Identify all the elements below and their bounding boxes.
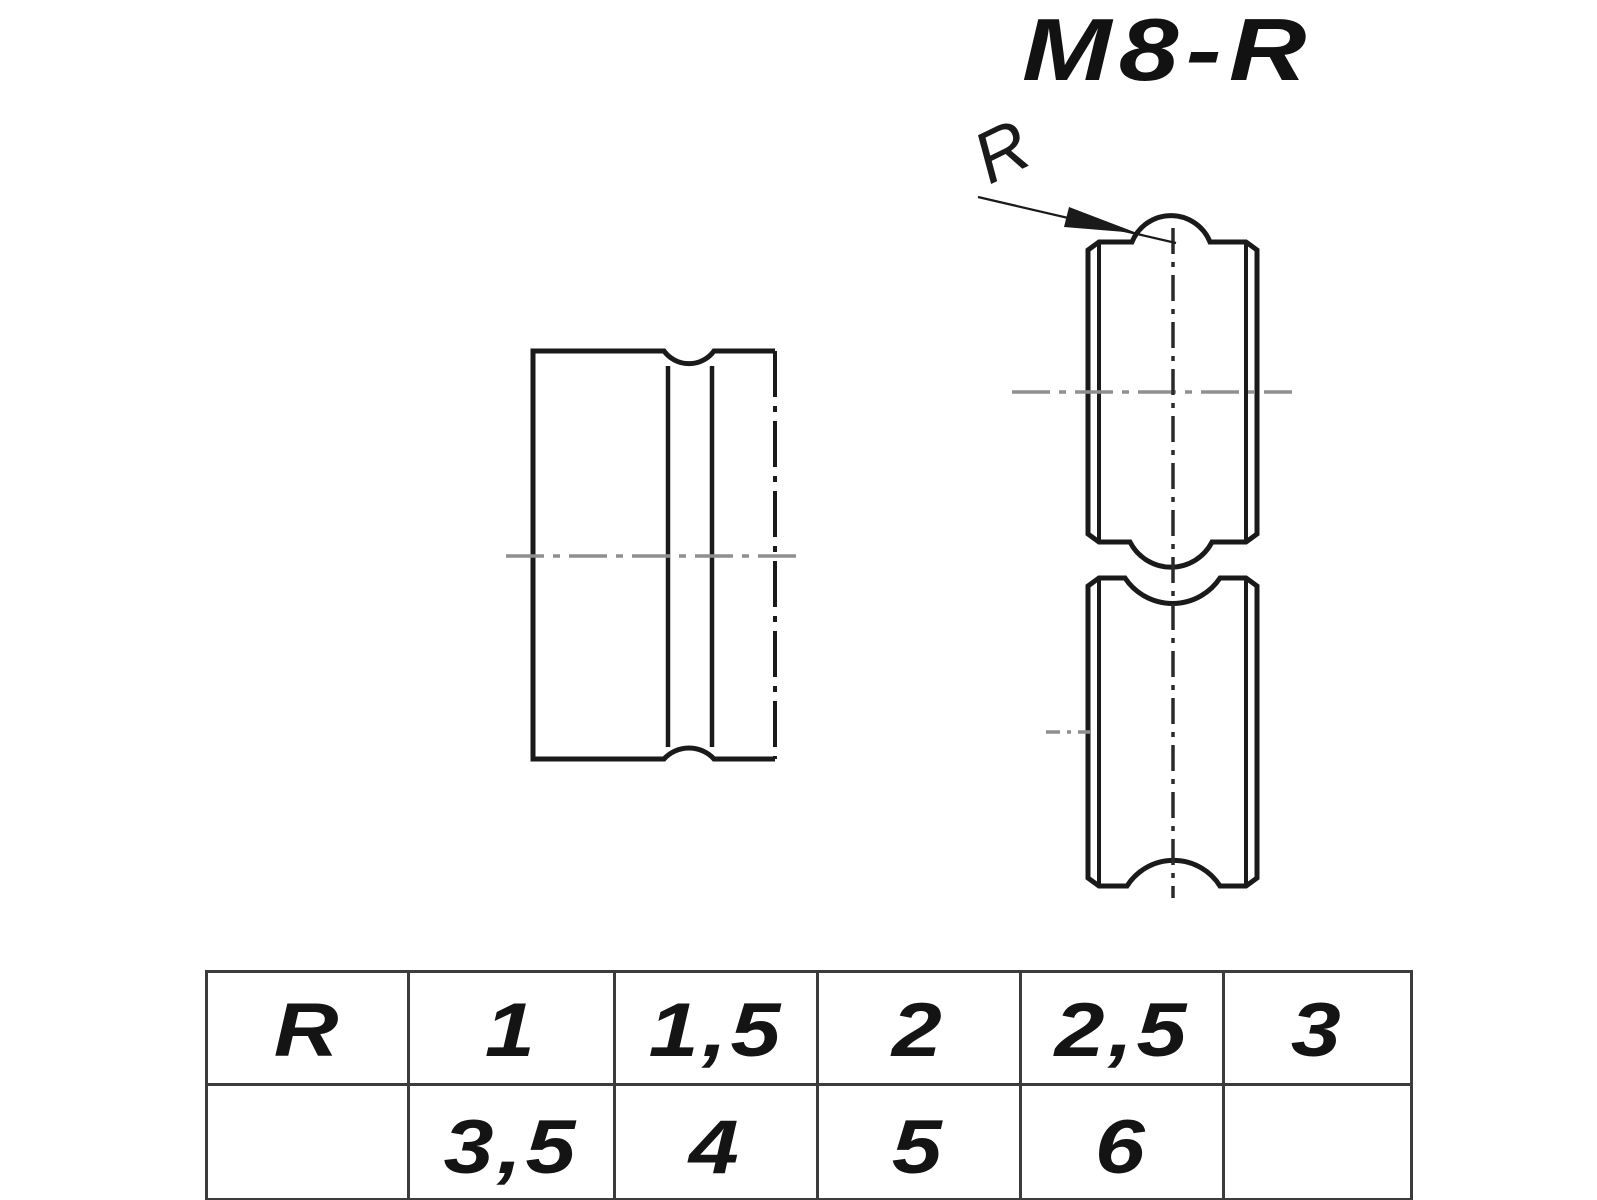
table-cell-r3-5: 3,5 bbox=[407, 1083, 616, 1200]
front-view-top-roller bbox=[1012, 213, 1292, 570]
table-cell-r5: 5 bbox=[816, 1083, 1022, 1200]
table-row-1: R 1 1,5 2 2,5 3 bbox=[205, 970, 1413, 1086]
radius-leader-arrowhead-icon bbox=[1064, 207, 1137, 233]
table-cell-r3: 3 bbox=[1222, 970, 1413, 1086]
bottom-roller-outline bbox=[1085, 575, 1260, 889]
radius-leader bbox=[977, 195, 1177, 245]
table-cell-empty-right bbox=[1222, 1083, 1413, 1200]
radius-values-table: R 1 1,5 2 2,5 3 3,5 4 5 6 bbox=[205, 970, 1413, 1200]
table-cell-r1-5: 1,5 bbox=[613, 970, 819, 1086]
top-roller-outline bbox=[1085, 213, 1260, 570]
table-cell-r1: 1 bbox=[407, 970, 616, 1086]
page-title: M8-R bbox=[1022, 0, 1314, 99]
table-row-2: 3,5 4 5 6 bbox=[205, 1083, 1413, 1200]
side-view-roller bbox=[506, 348, 798, 762]
table-cell-r2-5: 2,5 bbox=[1019, 970, 1225, 1086]
table-cell-r6: 6 bbox=[1019, 1083, 1225, 1200]
table-cell-empty-left bbox=[205, 1083, 410, 1200]
front-view-bottom-roller bbox=[1046, 575, 1260, 889]
table-cell-r2: 2 bbox=[816, 970, 1022, 1086]
side-view-outline bbox=[530, 348, 775, 762]
table-header-r: R bbox=[205, 970, 410, 1086]
table-cell-r4: 4 bbox=[613, 1083, 819, 1200]
